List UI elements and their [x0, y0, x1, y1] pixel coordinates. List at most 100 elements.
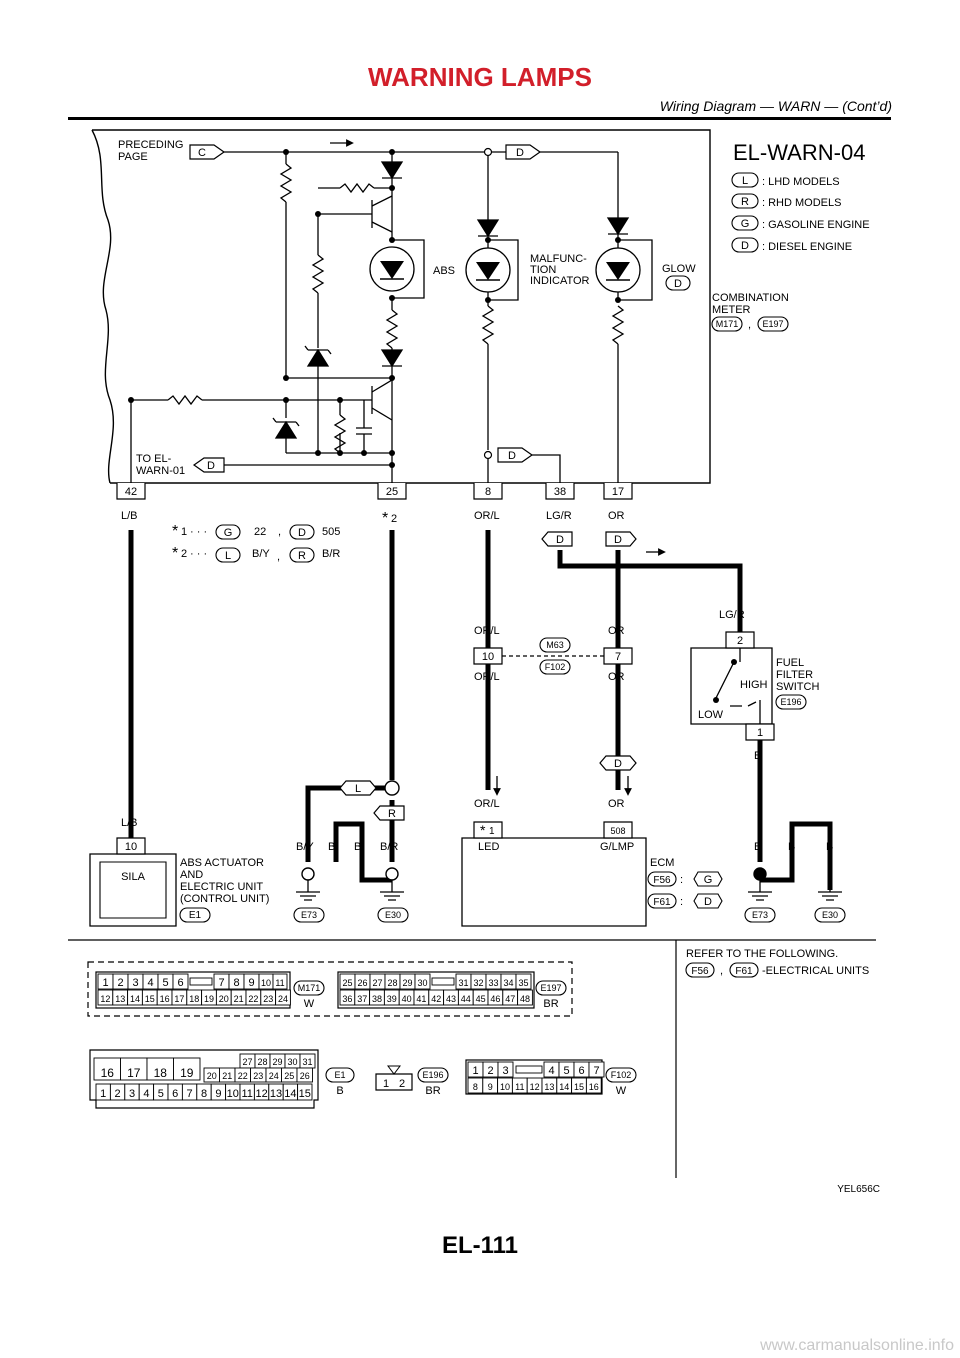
- svg-text:B/Y: B/Y: [296, 841, 314, 853]
- m171-pin: 14: [130, 994, 140, 1004]
- svg-text:42: 42: [125, 486, 137, 498]
- svg-text:D: D: [298, 527, 306, 539]
- svg-text:· · ·: · · ·: [190, 548, 207, 560]
- e197-cell: [515, 973, 532, 990]
- connector-id-tag: [293, 980, 325, 996]
- svg-text:OR: OR: [608, 625, 625, 637]
- m171-pin: 9: [248, 977, 254, 989]
- svg-text:E1: E1: [189, 910, 202, 921]
- fuel-filter-label-2: FILTER: [776, 669, 813, 681]
- svg-text:D: D: [741, 240, 749, 252]
- svg-text:10: 10: [125, 841, 137, 853]
- legend-item-l: L : LHD MODELS: [731, 172, 840, 188]
- e1-pin: 12: [255, 1088, 267, 1100]
- e197-pin: 30: [417, 978, 427, 988]
- m171-pin: 5: [162, 977, 168, 989]
- arrows-down: [493, 776, 632, 796]
- connector-id-tag: [325, 1067, 355, 1083]
- r-flag: R: [373, 805, 405, 821]
- m171-pin: 13: [115, 994, 125, 1004]
- svg-text:,: ,: [720, 965, 723, 977]
- m171-pin: 22: [248, 994, 258, 1004]
- e1-pin: 27: [242, 1057, 252, 1067]
- figure-code: YEL656C: [837, 1184, 880, 1195]
- connector-id: E196: [422, 1070, 443, 1080]
- e1-pin: 24: [269, 1071, 279, 1081]
- e1-pin: 22: [238, 1071, 248, 1081]
- pin-17: 17: [603, 483, 633, 500]
- legend: L : LHD MODELS R : RHD MODELS G : GASOLI…: [731, 172, 870, 253]
- connector-color: BR: [543, 998, 558, 1010]
- fuel-filter-label-3: SWITCH: [776, 681, 819, 693]
- svg-text:OR: OR: [608, 798, 625, 810]
- svg-text:B/Y: B/Y: [252, 548, 270, 560]
- junction-dots: [128, 149, 621, 468]
- m171-pin: 6: [177, 977, 183, 989]
- f102-pin: 6: [578, 1065, 584, 1077]
- refer-label: REFER TO THE FOLLOWING.: [686, 948, 838, 960]
- svg-text:L: L: [355, 783, 361, 795]
- svg-text::: :: [680, 896, 683, 908]
- m171-pin: 18: [189, 994, 199, 1004]
- svg-text:B: B: [826, 841, 833, 853]
- e197-pin: 35: [518, 978, 528, 988]
- fuel-filter-connector: E196: [775, 694, 807, 710]
- svg-text:*: *: [480, 822, 486, 838]
- preceding-page-label-1: PRECEDING: [118, 139, 183, 151]
- svg-text:R: R: [388, 808, 396, 820]
- pin-25: 25: [377, 483, 407, 500]
- svg-text:F56: F56: [653, 875, 671, 886]
- m171-pin: 4: [147, 977, 153, 989]
- svg-text:38: 38: [554, 486, 566, 498]
- e197-pin: 25: [342, 978, 352, 988]
- e1-pin: 18: [154, 1066, 168, 1080]
- l-flag: L: [339, 780, 377, 796]
- e1-pin: 21: [222, 1071, 232, 1081]
- svg-text:OR: OR: [608, 671, 625, 683]
- svg-text:L/B: L/B: [121, 817, 138, 829]
- connector-id: E1: [334, 1070, 345, 1080]
- f102-pin: 4: [548, 1065, 554, 1077]
- e197-pin: 44: [461, 994, 471, 1004]
- f102-pin: 12: [530, 1082, 540, 1092]
- m171-pin: 17: [174, 994, 184, 1004]
- open-splice-25: [384, 780, 400, 796]
- e1-pin: 23: [253, 1071, 263, 1081]
- e196-pin: 2: [399, 1078, 405, 1090]
- to-warn-d-flag: D: [192, 457, 225, 473]
- star-notes: * 1 · · · G 22 , D 505 * 2 · · · L B/Y ,…: [172, 510, 397, 563]
- malfunction-lamp: [465, 247, 511, 293]
- connector-views-frame: [87, 961, 573, 1017]
- pin-8: 8: [473, 483, 503, 500]
- e1-pin: 9: [215, 1088, 221, 1100]
- e196-pin: 1: [383, 1078, 389, 1090]
- svg-text:: RHD MODELS: : RHD MODELS: [762, 197, 841, 209]
- connector-color: W: [304, 998, 315, 1010]
- diodes: [380, 161, 630, 368]
- svg-text:L: L: [742, 175, 748, 187]
- svg-text:G: G: [704, 874, 713, 886]
- fuel-filter-switch: 2 1 HIGH LOW: [690, 631, 775, 741]
- connector-color: BR: [425, 1085, 440, 1097]
- f102-cell: [588, 1061, 605, 1078]
- e1-pin: 1: [100, 1088, 106, 1100]
- f102-cell: [585, 1077, 602, 1094]
- connector-id: F102: [611, 1070, 632, 1080]
- e1-pin: 6: [172, 1088, 178, 1100]
- e1-pin: 20: [207, 1071, 217, 1081]
- svg-text:D: D: [704, 896, 712, 908]
- svg-text:LG/R: LG/R: [546, 510, 572, 522]
- f102-pin: 13: [544, 1082, 554, 1092]
- svg-text:E30: E30: [822, 910, 838, 920]
- svg-text:2: 2: [181, 548, 187, 560]
- connector-id-tag: [605, 1067, 637, 1083]
- connector-id-tag: [417, 1067, 449, 1083]
- e197-pin: 38: [372, 994, 382, 1004]
- connector-color: W: [616, 1085, 627, 1097]
- ground-e30-right: E30: [814, 890, 846, 923]
- e1-pin: 5: [158, 1088, 164, 1100]
- svg-text:D: D: [614, 758, 622, 770]
- svg-text:B: B: [354, 841, 361, 853]
